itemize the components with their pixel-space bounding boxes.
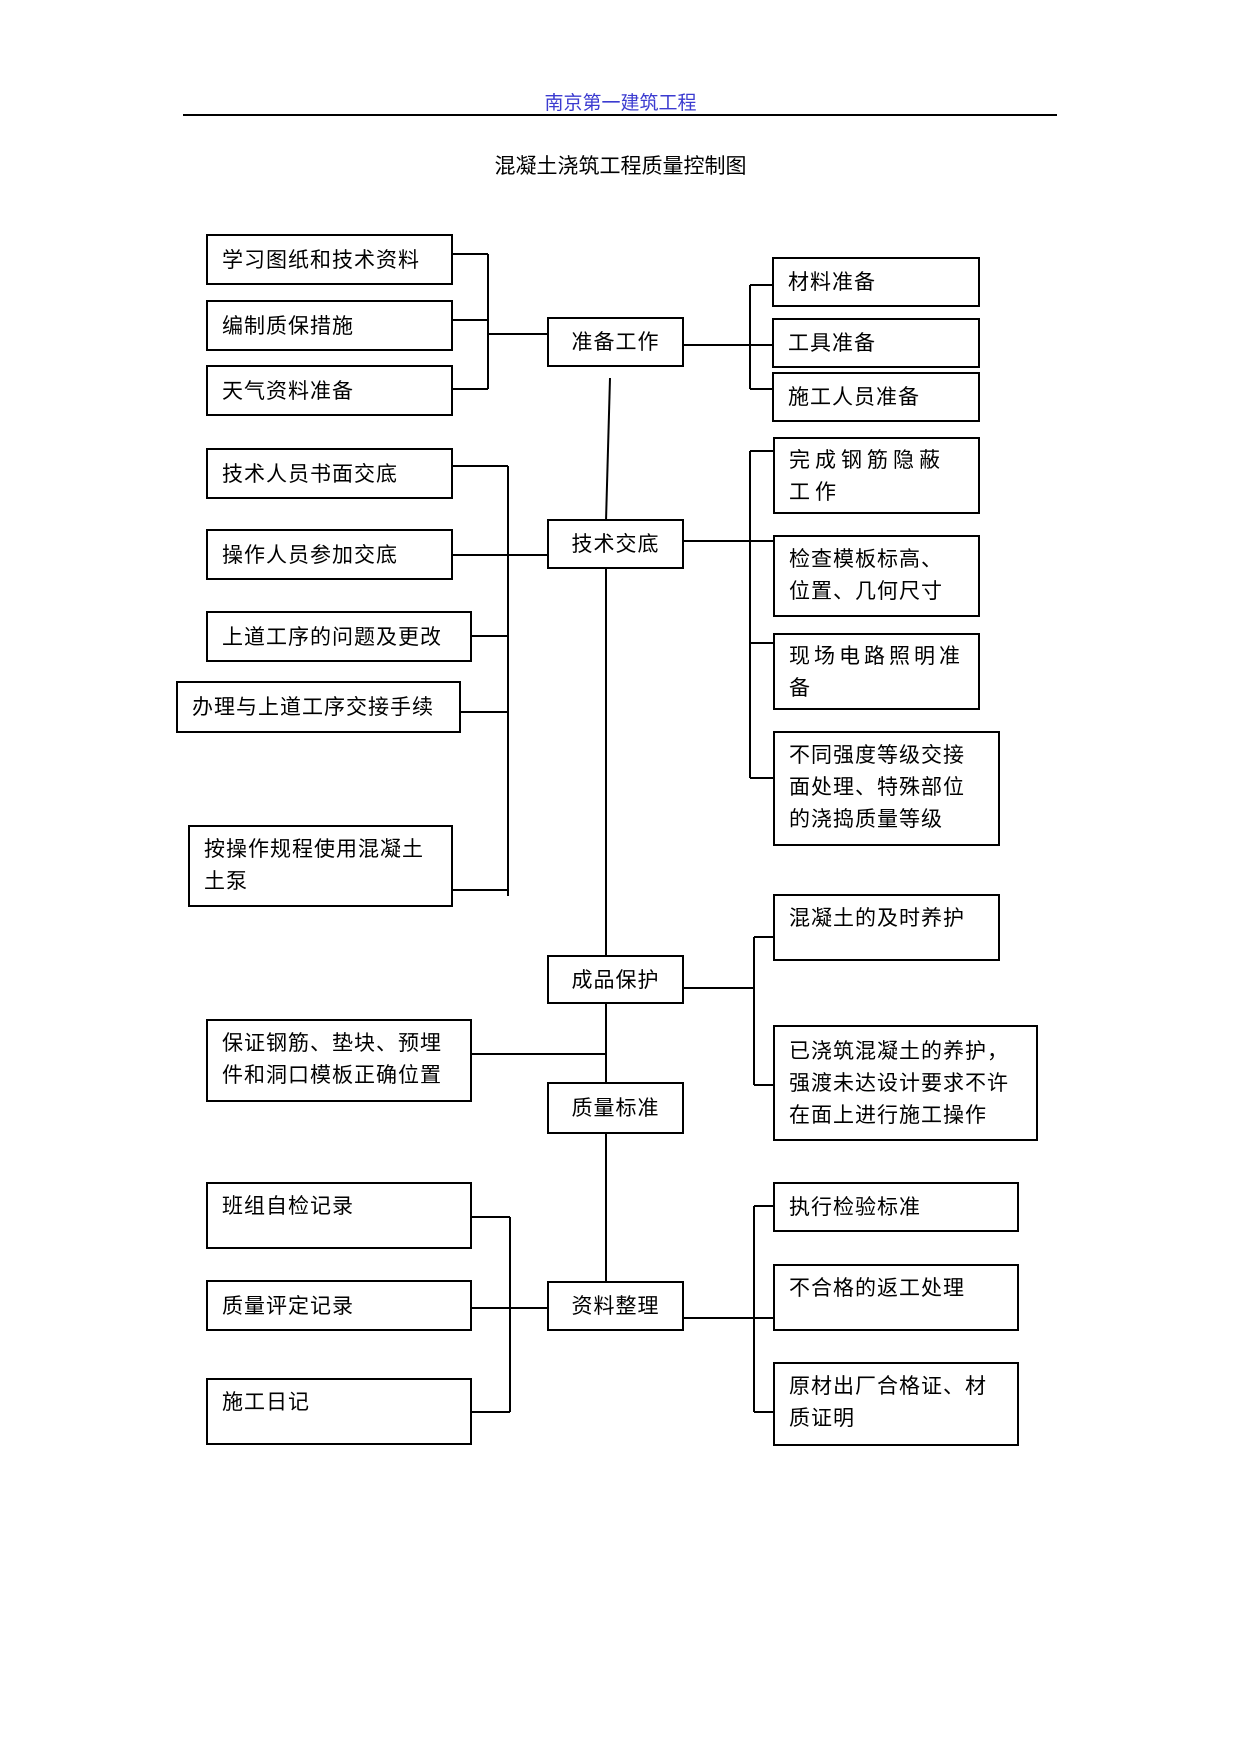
header-rule [183, 114, 1057, 116]
protect-right-item: 混凝土的及时养护 [773, 894, 1000, 961]
tech-right-item: 完成钢筋隐蔽工作 [773, 437, 980, 514]
diagram-title: 混凝土浇筑工程质量控制图 [494, 154, 747, 178]
tech-left-item: 办理与上道工序交接手续 [176, 681, 461, 733]
stage-tech: 技术交底 [547, 519, 684, 569]
tech-left-item: 按操作规程使用混凝土土泵 [188, 825, 453, 907]
prepare-left-item: 天气资料准备 [206, 365, 453, 416]
tech-left-item: 操作人员参加交底 [206, 529, 453, 580]
stage-prepare: 准备工作 [547, 317, 684, 367]
quality-left-item: 保证钢筋、垫块、预埋件和洞口模板正确位置 [206, 1019, 472, 1102]
prepare-left-item: 学习图纸和技术资料 [206, 234, 453, 285]
stage-records: 资料整理 [547, 1281, 684, 1331]
stage-protect: 成品保护 [547, 955, 684, 1004]
protect-right-item: 已浇筑混凝土的养护，强渡未达设计要求不许在面上进行施工操作 [773, 1025, 1038, 1141]
records-right-item: 不合格的返工处理 [773, 1264, 1019, 1331]
records-right-item: 原材出厂合格证、材质证明 [773, 1362, 1019, 1446]
tech-left-item: 技术人员书面交底 [206, 448, 453, 499]
tech-right-item: 检查模板标高、位置、几何尺寸 [773, 535, 980, 617]
records-left-item: 施工日记 [206, 1378, 472, 1445]
records-right-item: 执行检验标准 [773, 1182, 1019, 1232]
prepare-right-item: 施工人员准备 [772, 372, 980, 422]
records-left-item: 质量评定记录 [206, 1280, 472, 1331]
tech-right-item: 现场电路照明准备 [773, 633, 980, 710]
stage-quality: 质量标准 [547, 1082, 684, 1134]
prepare-left-item: 编制质保措施 [206, 300, 453, 351]
tech-right-item: 不同强度等级交接面处理、特殊部位的浇捣质量等级 [773, 731, 1000, 846]
header-company: 南京第一建筑工程 [544, 92, 697, 114]
prepare-right-item: 材料准备 [772, 257, 980, 307]
prepare-right-item: 工具准备 [772, 318, 980, 368]
tech-left-item: 上道工序的问题及更改 [206, 611, 472, 662]
records-left-item: 班组自检记录 [206, 1182, 472, 1249]
